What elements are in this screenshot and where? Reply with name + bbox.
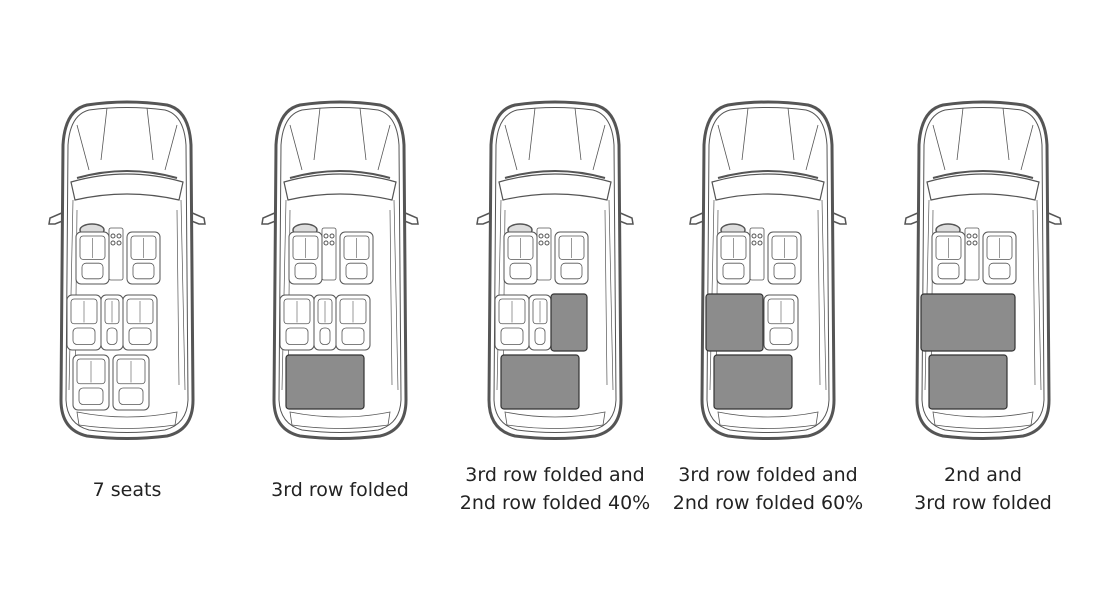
configuration-label: 3rd row folded (220, 476, 460, 504)
configuration-label: 2nd and 3rd row folded (863, 461, 1103, 517)
row2-40-folded (550, 293, 588, 352)
row3-folded (285, 354, 365, 410)
row3-folded (500, 354, 580, 410)
label-line: 7 seats (92, 479, 162, 501)
car-top-view (47, 100, 207, 445)
configuration-label: 3rd row folded and 2nd row folded 60% (648, 461, 888, 517)
row3-right-seat (112, 354, 150, 411)
car-top-view (475, 100, 635, 445)
label-line: 3rd row folded and (465, 464, 645, 486)
rear-window (504, 411, 606, 429)
row2-folded (920, 293, 1016, 352)
row3-folded (713, 354, 793, 410)
hood-lines (289, 107, 391, 171)
row2-center-seat (528, 294, 552, 351)
hood-lines (76, 107, 178, 171)
windshield (926, 173, 1040, 201)
label-line: 2nd row folded 40% (459, 492, 651, 514)
configuration-label: 3rd row folded and 2nd row folded 40% (435, 461, 675, 517)
rear-window (717, 411, 819, 429)
car-top-view (688, 100, 848, 445)
windshield (283, 173, 397, 201)
car-top-view (260, 100, 420, 445)
car-top-view (903, 100, 1063, 445)
driver-seat (288, 231, 323, 285)
rear-window (76, 411, 178, 429)
windshield (498, 173, 612, 201)
label-line: 3rd row folded (271, 479, 409, 501)
label-line: 2nd row folded 60% (672, 492, 864, 514)
row2-center-seat (100, 294, 124, 351)
driver-seat (931, 231, 966, 285)
configuration-label: 7 seats (7, 476, 247, 504)
rear-window (289, 411, 391, 429)
row2-left-seat (279, 294, 315, 351)
row2-left-seat (494, 294, 530, 351)
passenger-seat (554, 231, 589, 285)
passenger-seat (982, 231, 1017, 285)
hood-lines (932, 107, 1034, 171)
driver-seat (503, 231, 538, 285)
row2-60-folded (705, 293, 764, 352)
row2-right-seat (122, 294, 158, 351)
passenger-seat (339, 231, 374, 285)
label-line: 3rd row folded (914, 492, 1052, 514)
row2-right-seat (335, 294, 371, 351)
row3-left-seat (72, 354, 110, 411)
driver-seat (75, 231, 110, 285)
row2-right-seat (763, 294, 799, 351)
driver-seat (716, 231, 751, 285)
row2-left-seat (66, 294, 102, 351)
rear-window (932, 411, 1034, 429)
label-line: 3rd row folded and (678, 464, 858, 486)
row2-center-seat (313, 294, 337, 351)
windshield (711, 173, 825, 201)
row3-folded (928, 354, 1008, 410)
label-line: 2nd and (944, 464, 1022, 486)
passenger-seat (767, 231, 802, 285)
hood-lines (717, 107, 819, 171)
passenger-seat (126, 231, 161, 285)
hood-lines (504, 107, 606, 171)
windshield (70, 173, 184, 201)
